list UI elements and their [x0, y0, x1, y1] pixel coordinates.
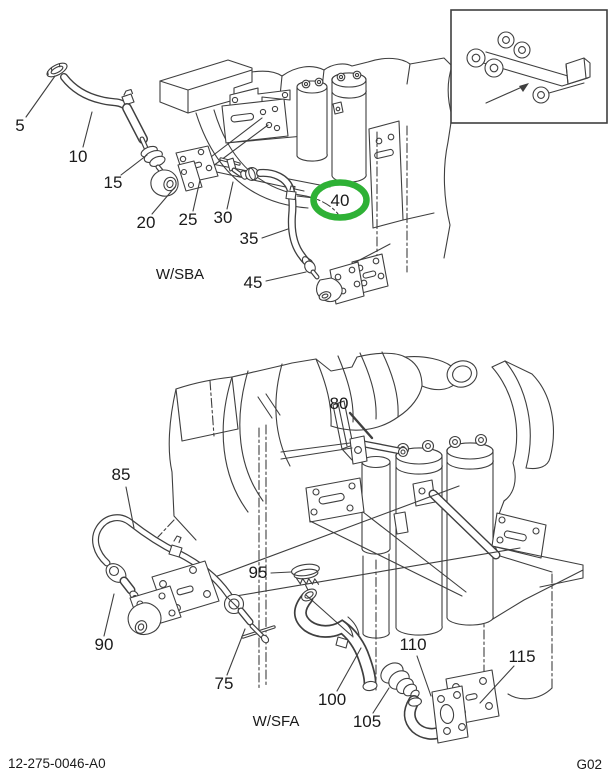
callout-35-label[interactable]: 35: [240, 229, 259, 248]
callout-40-highlighted[interactable]: 40: [296, 179, 370, 221]
callout-35[interactable]: 35: [240, 228, 289, 248]
callout-45[interactable]: 45: [244, 271, 307, 292]
callout-100-label[interactable]: 100: [318, 690, 346, 709]
callout-20[interactable]: 20: [137, 186, 176, 232]
callout-100[interactable]: 100: [318, 647, 362, 709]
callout-85[interactable]: 85: [112, 465, 135, 529]
callout-45-label[interactable]: 45: [244, 273, 263, 292]
top-diagram: 5 10 15 20 25 30: [15, 9, 608, 305]
callout-90[interactable]: 90: [95, 593, 115, 654]
callout-20-label[interactable]: 20: [137, 213, 156, 232]
highlight-ring: [310, 179, 370, 221]
callout-80-label[interactable]: 80: [330, 394, 349, 413]
callout-30-label[interactable]: 30: [214, 208, 233, 227]
callout-15[interactable]: 15: [104, 154, 148, 192]
document-number: 12-275-0046-A0: [8, 756, 106, 771]
callout-30[interactable]: 30: [214, 181, 234, 227]
callout-5-label[interactable]: 5: [15, 116, 24, 135]
callout-105-label[interactable]: 105: [353, 712, 381, 731]
callout-15-label[interactable]: 15: [104, 173, 123, 192]
callout-95[interactable]: 95: [249, 563, 292, 582]
callout-105[interactable]: 105: [353, 687, 390, 731]
callout-115-label[interactable]: 115: [508, 647, 535, 666]
callout-25-label[interactable]: 25: [179, 210, 198, 229]
callout-80[interactable]: 80: [330, 394, 374, 440]
inset-arrow-icon: [485, 83, 529, 104]
bottom-engine-drawing: [157, 351, 584, 700]
top-callouts: 5 10 15 20 25 30: [15, 75, 370, 292]
variant-label-bottom: W/SFA: [253, 713, 300, 730]
orientation-inset: [450, 9, 608, 124]
callout-75[interactable]: 75: [215, 628, 246, 693]
callout-25[interactable]: 25: [179, 179, 201, 229]
callout-5[interactable]: 5: [15, 75, 56, 135]
callout-115[interactable]: 115: [479, 647, 536, 704]
callout-10-label[interactable]: 10: [69, 147, 88, 166]
page-footer: 12-275-0046-A0 G02: [8, 756, 602, 772]
variant-label-top: W/SBA: [156, 266, 204, 283]
top-engine-drawing: [159, 57, 453, 295]
callout-75-label[interactable]: 75: [215, 674, 234, 693]
bottom-hose-assembly: [92, 514, 500, 744]
callout-95-label[interactable]: 95: [249, 563, 268, 582]
top-hose-assembly: [46, 62, 365, 305]
callout-10[interactable]: 10: [69, 111, 93, 166]
callout-110[interactable]: 110: [399, 635, 432, 697]
callout-85-label[interactable]: 85: [112, 465, 131, 484]
bottom-diagram: 80 85 95 90 75 100: [92, 351, 584, 744]
truck-chassis-icon: [466, 31, 591, 104]
bottom-callouts: 80 85 95 90 75 100: [95, 394, 536, 731]
callout-110-label[interactable]: 110: [399, 635, 426, 654]
grid-code: G02: [576, 757, 602, 772]
callout-90-label[interactable]: 90: [95, 635, 114, 654]
callout-40-label[interactable]: 40: [331, 191, 350, 210]
